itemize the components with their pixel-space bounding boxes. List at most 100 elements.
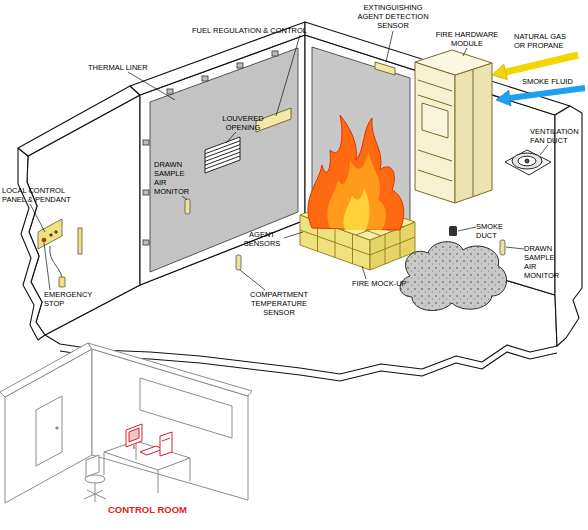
- leader-line: [240, 270, 265, 290]
- ventilation-fan: [505, 150, 551, 175]
- panel-rail: [78, 228, 82, 254]
- liner-bracket: [143, 190, 149, 195]
- callout-label: DRAWN SAMPLE AIR MONITOR: [524, 244, 562, 280]
- gas-arrow-shaft: [506, 55, 578, 72]
- callout-label: DRAWN SAMPLE AIR MONITOR: [154, 160, 192, 196]
- callout-label: NATURAL GAS OR PROPANE: [514, 32, 572, 50]
- fan-ring: [518, 156, 536, 166]
- module-door: [422, 103, 448, 138]
- callout-label: EMERGENCY STOP: [44, 290, 98, 308]
- fire-hardware-module: [415, 50, 492, 203]
- block-line: [370, 237, 415, 255]
- leader-line: [182, 196, 187, 200]
- flame-inner: [327, 150, 386, 230]
- gas-arrow-head: [492, 64, 507, 80]
- callout-label: EXTINGUISHING AGENT DETECTION SENSOR: [355, 3, 431, 30]
- computer-tower: [160, 432, 172, 456]
- module-panel-line: [418, 170, 452, 181]
- left-wall: [27, 95, 140, 335]
- panel-knob: [50, 234, 53, 237]
- module-face: [455, 63, 492, 203]
- module-face: [415, 62, 455, 203]
- liner-bracket: [143, 140, 149, 145]
- wall-top: [18, 86, 140, 156]
- detection-sensor: [375, 62, 395, 75]
- leader-line: [540, 145, 548, 155]
- control-room: [0, 343, 252, 503]
- monitor-stand: [134, 445, 135, 449]
- liner-bracket: [143, 240, 149, 245]
- louvered-opening: [205, 137, 240, 173]
- chair-base: [95, 490, 103, 494]
- fan-hub: [525, 159, 529, 163]
- leader-line: [30, 204, 45, 232]
- fluid-arrow-head: [496, 90, 511, 106]
- louver-slat: [205, 145, 240, 158]
- leader-line: [463, 48, 467, 56]
- leader-line: [506, 247, 524, 249]
- module-top: [415, 50, 492, 75]
- block-line: [300, 230, 370, 255]
- leader-lines: [30, 31, 548, 290]
- fan-plate: [505, 150, 551, 175]
- emergency-stop-button: [42, 238, 46, 242]
- door: [36, 396, 62, 466]
- liner-bracket: [202, 76, 208, 81]
- chair-base: [87, 490, 95, 494]
- office-chair: [84, 455, 106, 502]
- computer-console: [126, 424, 172, 456]
- smoke-fluid-arrow: [496, 88, 585, 106]
- leader-line: [362, 266, 366, 279]
- smoke-duct: [449, 226, 457, 236]
- desk-leg: [158, 470, 159, 493]
- desk-leg: [190, 458, 191, 481]
- gas-supply-arrow: [492, 55, 578, 80]
- pendant: [59, 277, 65, 287]
- flame: [308, 115, 404, 230]
- leader-line: [276, 35, 300, 116]
- desk: [104, 441, 190, 470]
- temperature-sensor: [236, 255, 241, 270]
- module-panel-line: [418, 80, 452, 91]
- smoke-cloud: [400, 242, 506, 311]
- callout-label: LOCAL CONTROL PANEL & PENDANT: [2, 186, 74, 204]
- whiteboard: [140, 378, 232, 438]
- leader-line: [128, 72, 175, 100]
- door-knob: [56, 427, 58, 429]
- leader-line: [44, 243, 50, 290]
- callout-label: THERMAL LINER: [88, 63, 168, 72]
- leader-line: [386, 31, 393, 62]
- chair-base: [95, 494, 106, 499]
- leader-line: [284, 232, 303, 238]
- chair-back: [86, 455, 99, 477]
- chair-base: [84, 494, 95, 499]
- air-monitor: [185, 199, 190, 214]
- monitor: [126, 424, 142, 447]
- module-panel-line: [473, 69, 474, 197]
- leader-line: [226, 132, 236, 143]
- flame-core: [344, 188, 370, 230]
- callout-label: LOUVERED OPENING: [218, 114, 268, 132]
- callout-label: AGENT SENSORS: [240, 230, 284, 248]
- fluid-arrow-shaft: [510, 88, 585, 98]
- tower-detail: [162, 438, 170, 441]
- callout-label: FIRE MOCK-UP: [352, 279, 422, 288]
- callout-label: COMPARTMENT TEMPERATURE SENSOR: [246, 290, 312, 317]
- chair-base: [95, 494, 96, 502]
- module-panel-line: [418, 150, 452, 161]
- fire-compartment: [18, 22, 582, 381]
- panel-knob: [55, 231, 58, 234]
- louver-slat: [205, 156, 240, 169]
- louver-slat: [205, 152, 240, 165]
- flame-outer: [308, 115, 404, 230]
- desk-leg: [104, 452, 105, 475]
- callout-label: SMOKE FLUID: [522, 77, 588, 86]
- chair-stem: [95, 483, 96, 494]
- callout-label: FUEL REGULATION & CONTROL: [192, 26, 332, 35]
- liner-bracket: [272, 51, 278, 56]
- liner-bracket: [237, 63, 243, 68]
- room-title: CONTROL ROOM: [108, 504, 238, 515]
- monitor-screen: [129, 428, 139, 442]
